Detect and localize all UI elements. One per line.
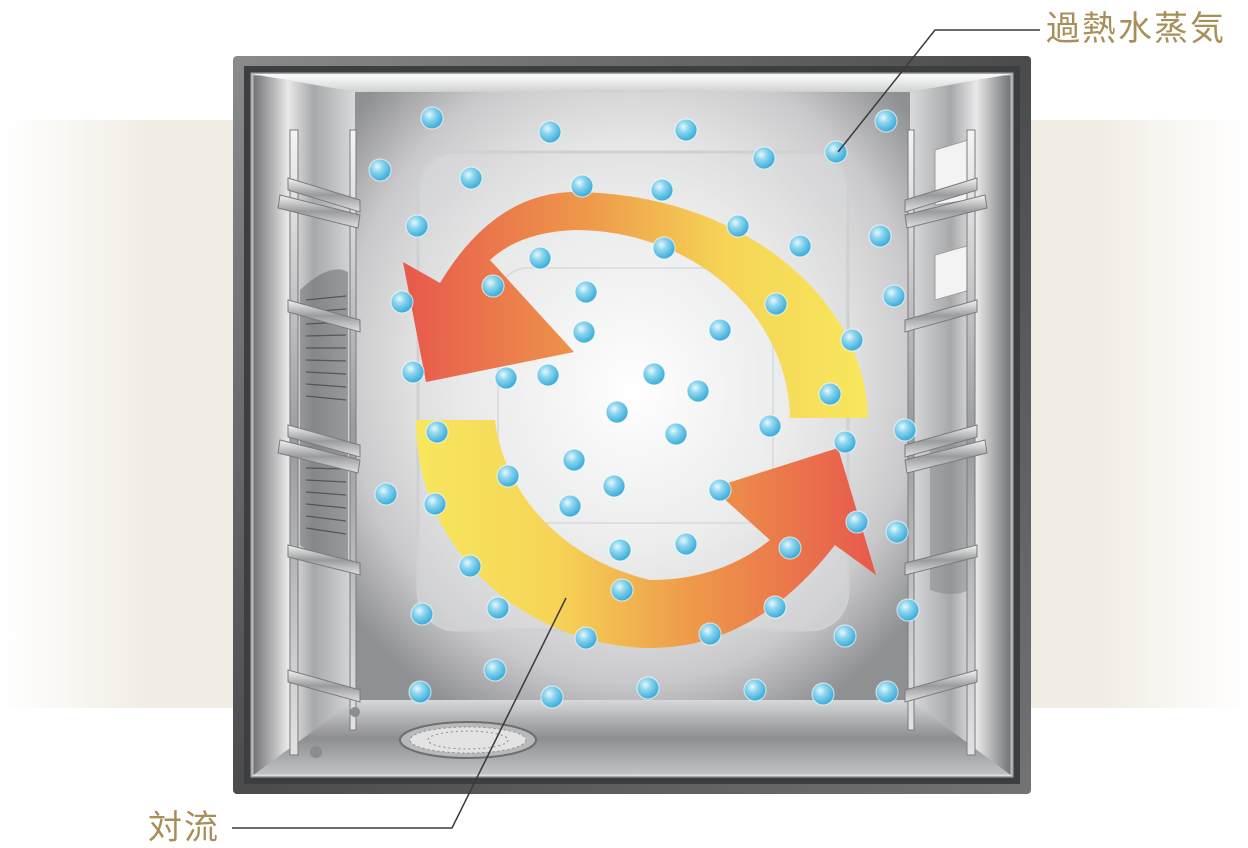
steam-droplet-icon (563, 449, 585, 471)
steam-droplet-icon (559, 495, 581, 517)
steam-droplet-icon (529, 247, 551, 269)
steam-droplet-icon (759, 415, 781, 437)
steam-droplet-icon (699, 623, 721, 645)
steam-droplet-icon (375, 483, 397, 505)
steam-droplet-icon (482, 275, 504, 297)
steam-droplet-icon (409, 681, 431, 703)
steam-droplet-icon (421, 107, 443, 129)
steam-droplet-icon (665, 423, 687, 445)
steam-droplet-icon (603, 475, 625, 497)
steam-droplet-icon (575, 627, 597, 649)
steam-droplet-icon (764, 596, 786, 618)
steam-droplet-icon (894, 419, 916, 441)
steam-droplet-icon (484, 659, 506, 681)
steam-droplet-icon (426, 421, 448, 443)
steam-droplet-icon (541, 686, 563, 708)
steam-droplet-icon (573, 321, 595, 343)
steam-droplet-icon (424, 493, 446, 515)
steam-droplet-icon (883, 285, 905, 307)
steam-droplet-icon (653, 237, 675, 259)
steam-droplet-icon (391, 291, 413, 313)
steam-droplet-icon (651, 179, 673, 201)
steam-droplet-icon (643, 363, 665, 385)
steam-droplet-icon (819, 383, 841, 405)
steam-droplet-icon (846, 511, 868, 533)
steam-droplet-icon (609, 539, 631, 561)
steam-droplet-icon (727, 215, 749, 237)
steam-droplet-icon (487, 597, 509, 619)
steam-droplet-icon (497, 465, 519, 487)
steam-droplet-icon (779, 537, 801, 559)
steam-droplet-icon (539, 121, 561, 143)
steam-label: 過熱水蒸気 (1046, 12, 1226, 46)
steam-droplet-icon (637, 677, 659, 699)
steam-droplet-icon (834, 431, 856, 453)
steam-droplet-icon (886, 521, 908, 543)
steam-droplet-icon (897, 599, 919, 621)
convection-label: 対流 (148, 811, 220, 845)
steam-droplet-icon (402, 361, 424, 383)
steam-droplet-icon (411, 603, 433, 625)
steam-droplet-icon (753, 147, 775, 169)
steam-droplet-icon (460, 167, 482, 189)
steam-droplet-icon (459, 555, 481, 577)
steam-droplet-icon (834, 625, 856, 647)
steam-droplet-icon (709, 479, 731, 501)
steam-droplet-icon (369, 159, 391, 181)
steam-droplet-icon (537, 364, 559, 386)
steam-droplet-icon (765, 293, 787, 315)
steam-droplet-icon (744, 679, 766, 701)
steam-droplet-icon (789, 235, 811, 257)
steam-droplet-icon (675, 119, 697, 141)
steam-droplet-icon (606, 401, 628, 423)
steam-droplet-icon (611, 579, 633, 601)
steam-droplet-icon (687, 380, 709, 402)
steam-droplet-icon (571, 175, 593, 197)
steam-droplet-icon (841, 329, 863, 351)
steam-droplet-icon (406, 215, 428, 237)
steam-droplet-icon (575, 281, 597, 303)
steam-droplet-icon (876, 681, 898, 703)
steam-droplet-icon (812, 683, 834, 705)
steam-droplet-icon (495, 367, 517, 389)
steam-droplet-icon (875, 110, 897, 132)
steam-droplet-icon (675, 533, 697, 555)
steam-droplet-icon (869, 225, 891, 247)
steam-droplet-icon (709, 319, 731, 341)
